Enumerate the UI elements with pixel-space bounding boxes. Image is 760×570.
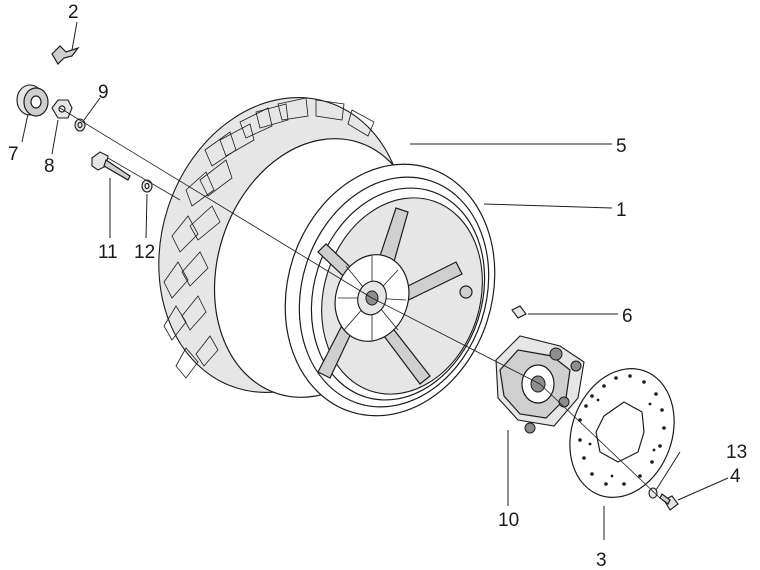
callout-labels: 2 7 8 9 11 12 5 1 6 10 3 13 4 [8,2,747,570]
clip-part-2 [51,45,80,65]
leader-lines [21,21,729,540]
callout-2: 2 [68,2,79,23]
assembly-axis-lines [59,107,661,499]
washer-part-9 [74,118,86,132]
callout-13: 13 [726,442,747,463]
callout-11: 11 [98,242,118,263]
callout-1: 1 [616,200,627,221]
washer-part-12 [141,179,153,193]
disc-bolt-part-4 [659,493,679,511]
callout-6: 6 [622,306,633,327]
callout-7: 7 [8,144,19,165]
valve-part-6 [511,305,527,319]
callout-4: 4 [730,466,741,487]
callout-10: 10 [498,510,519,531]
rim [284,163,496,417]
callout-12: 12 [134,242,155,263]
callout-9: 9 [98,82,109,103]
disc-carrier [495,335,585,434]
washer-part-13 [648,487,658,499]
speedo-drive-part-7 [16,84,49,117]
axle-bolt-part-11 [91,151,131,181]
callout-8: 8 [44,156,55,177]
callout-3: 3 [596,550,607,570]
callout-5: 5 [616,136,627,157]
